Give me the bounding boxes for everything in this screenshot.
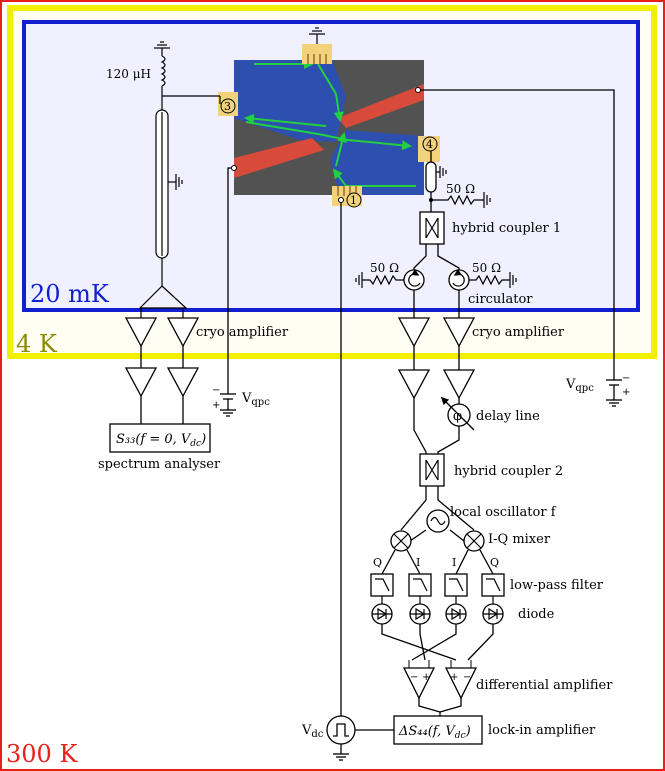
- resistor-50-left: [355, 272, 404, 288]
- mixer-left-cross: [393, 533, 409, 549]
- circulator-right-icon: [452, 268, 465, 287]
- cryo-amplifier-right-b: [442, 317, 476, 348]
- diff-amp-minus-1: −: [410, 672, 418, 683]
- delay-line-label: delay line: [476, 409, 540, 424]
- circulator-left-icon: [408, 268, 421, 287]
- edge-channel-upper: [317, 63, 344, 122]
- diode-label: diode: [518, 607, 555, 622]
- coax-ground-right: [436, 166, 447, 178]
- diff-amp-plus-1: +: [422, 672, 430, 683]
- hybrid-coupler-1-icon: [425, 217, 439, 239]
- vqpc-right-label: Vqpc: [565, 377, 594, 394]
- room-amplifier-left-a: [124, 367, 158, 398]
- resistor-50-top: [431, 192, 491, 208]
- resistor-50-left-label: 50 Ω: [370, 261, 399, 275]
- ground-symbol-top-pad: [309, 27, 325, 44]
- signal-split-left: [138, 258, 188, 318]
- port-3-label: 3: [224, 100, 231, 113]
- port-1-label: 1: [350, 194, 357, 207]
- zone-label-300k: 300 K: [6, 740, 78, 768]
- device-micrograph: [218, 44, 440, 206]
- lock-in-amplifier-box[interactable]: [393, 715, 483, 745]
- differential-amplifier-label: differential amplifier: [476, 678, 613, 693]
- vdc-source: [326, 715, 356, 745]
- low-pass-filter-3: [444, 573, 468, 597]
- cryo-amplifier-left-a: [124, 317, 158, 348]
- gate-top-right: [338, 84, 424, 128]
- battery-plus-left: +: [212, 400, 220, 411]
- edge-channel-left: [244, 113, 327, 127]
- in-phase-label-1: I: [416, 556, 420, 569]
- phi-symbol: φ: [453, 409, 462, 424]
- quadrature-label-2: Q: [490, 556, 499, 569]
- lock-in-amplifier-label: lock-in amplifier: [488, 723, 596, 738]
- coax-line-left: [155, 109, 169, 259]
- circulator-right: [448, 269, 470, 291]
- cryo-amplifier-right-a: [397, 317, 431, 348]
- iq-mixer-label: I-Q mixer: [488, 532, 551, 547]
- vdc-label: Vdc: [301, 723, 324, 740]
- room-amplifier-right-a: [397, 369, 431, 400]
- cryo-amplifier-right-label: cryo amplifier: [472, 325, 565, 340]
- quadrature-label-1: Q: [373, 556, 382, 569]
- delay-line-arrow: [440, 396, 475, 431]
- vqpc-right-battery: [418, 89, 622, 407]
- diff-amp-plus-2: +: [450, 672, 458, 683]
- vqpc-left-label: Vqpc: [241, 391, 270, 408]
- edge-channel-middle: [245, 121, 412, 151]
- edge-channel-return: [335, 132, 347, 167]
- spectrum-box-formula: S₃₃(f = 0, Vdc): [116, 432, 206, 449]
- circulator-label: circulator: [468, 292, 533, 307]
- lock-in-box-formula: ΔS₄₄(f, Vdc): [398, 724, 471, 741]
- room-amplifier-right-b: [442, 369, 476, 400]
- device-mesa-left: [234, 60, 346, 142]
- inductor-label: 120 μH: [106, 67, 151, 81]
- resistor-50-top-label: 50 Ω: [446, 182, 475, 196]
- local-oscillator-label: local oscillator f: [450, 505, 557, 520]
- battery-minus-left: −: [212, 385, 220, 396]
- low-pass-filter-label: low-pass filter: [510, 578, 604, 593]
- zone-label-4k: 4 K: [16, 330, 58, 358]
- low-pass-filter-2: [408, 573, 432, 597]
- battery-minus-right: −: [622, 373, 630, 384]
- diode-icons: [372, 607, 503, 621]
- square-wave-icon: [333, 723, 349, 737]
- port-4-label: 4: [426, 138, 433, 151]
- zone-label-20mk: 20 mK: [30, 280, 110, 308]
- battery-plus-right: +: [622, 387, 630, 398]
- spectrum-analyser-label: spectrum analyser: [98, 457, 221, 472]
- inductor-coil: [160, 55, 166, 87]
- vdc-line: [333, 200, 394, 761]
- low-pass-filter-4: [481, 573, 505, 597]
- spectrum-analyser-box[interactable]: [109, 423, 211, 453]
- room-amplifier-left-b: [166, 367, 200, 398]
- coax-ground-left: [168, 174, 183, 190]
- resistor-50-right-label: 50 Ω: [472, 261, 501, 275]
- differential-amplifier-left: [402, 667, 436, 700]
- contact-pad-top: [302, 44, 332, 64]
- in-phase-label-2: I: [452, 556, 456, 569]
- circulator-left: [403, 269, 425, 291]
- differential-amplifier-right: [444, 667, 478, 700]
- hybrid-coupler-2-icon: [425, 459, 439, 481]
- mixer-right-cross: [466, 533, 482, 549]
- sine-wave-icon: [430, 516, 446, 526]
- inductor-ground: [154, 41, 221, 112]
- cryo-amplifier-left-label: cryo amplifier: [196, 325, 289, 340]
- low-pass-icons: [375, 578, 501, 604]
- gate-bottom-left: [234, 138, 324, 178]
- diff-amp-minus-2: −: [463, 672, 471, 683]
- hybrid-coupler-2-label: hybrid coupler 2: [454, 464, 563, 479]
- resistor-50-right: [469, 272, 517, 288]
- hybrid-coupler-1-label: hybrid coupler 1: [452, 221, 561, 236]
- low-pass-filter-1: [370, 573, 394, 597]
- device-mesa-right: [330, 130, 424, 195]
- cryo-amplifier-left-b: [166, 317, 200, 348]
